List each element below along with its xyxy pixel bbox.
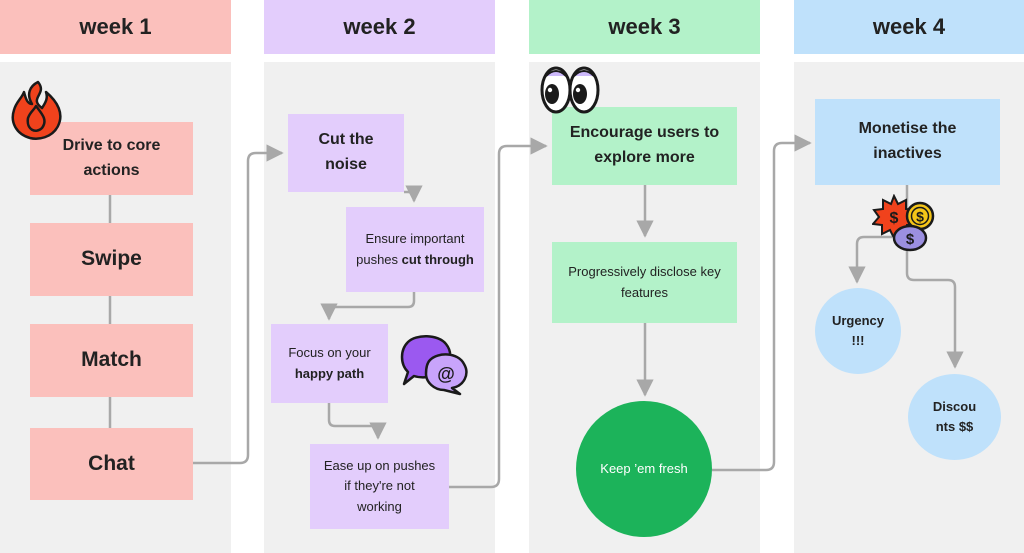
- chat-to-cut-arrow: [193, 144, 284, 465]
- ensure-to-focus-arrow: [320, 292, 416, 321]
- encourage-explore-box: Encourage users to explore more: [552, 107, 737, 185]
- chat-box: Chat: [30, 428, 193, 500]
- cut-the-noise-box: Cut the noise: [288, 114, 404, 192]
- focus-to-ease-arrow: [327, 403, 387, 440]
- week-1-header: week 1: [0, 0, 231, 54]
- discounts-label: Discou nts $$: [932, 398, 977, 434]
- fire-icon: [11, 80, 62, 140]
- to-discounts-arrow: [905, 248, 964, 369]
- week-3-header: week 3: [529, 0, 760, 54]
- ease-up-box: Ease up on pushes if they're not working: [310, 444, 449, 529]
- urgency-circle: Urgency !!!: [815, 288, 901, 374]
- ensure-pushes-text: Ensure important pushes: [356, 231, 465, 267]
- at-symbol-glyph: @: [437, 364, 455, 384]
- cut-to-ensure-arrow: [404, 185, 423, 203]
- focus-happy-path-box: Focus on your happy path: [271, 324, 388, 403]
- ensure-pushes-bold: cut through: [401, 251, 474, 267]
- drive-core-actions-box: Drive to core actions: [30, 122, 193, 195]
- keep-em-fresh-circle: Keep ’em fresh: [576, 401, 712, 537]
- dollar-glyph-1: $: [890, 210, 899, 227]
- week-2-header: week 2: [264, 0, 495, 54]
- chat-bubbles-icon: @: [400, 335, 468, 396]
- progressive-disclose-box: Progressively disclose key features: [552, 242, 737, 323]
- dollar-glyph-3: $: [906, 231, 915, 248]
- ease-to-encourage-arrow: [449, 137, 548, 489]
- match-box: Match: [30, 324, 193, 397]
- week-4-header: week 4: [794, 0, 1024, 54]
- to-urgency-arrow: [848, 235, 892, 284]
- monetise-inactives-box: Monetise the inactives: [815, 99, 1000, 185]
- fresh-to-monetise-arrow: [712, 134, 812, 472]
- dollar-glyph-2: $: [916, 209, 924, 225]
- focus-happy-path-text: Focus on your: [288, 345, 371, 361]
- urgency-label: Urgency !!!: [831, 312, 885, 348]
- money-coins-icon: $ $ $: [872, 194, 935, 252]
- swipe-box: Swipe: [30, 223, 193, 296]
- focus-happy-path-bold: happy path: [294, 365, 365, 381]
- ensure-pushes-box: Ensure important pushes cut through: [346, 207, 484, 292]
- discounts-circle: Discou nts $$: [908, 374, 1001, 460]
- eyes-icon: [540, 66, 600, 114]
